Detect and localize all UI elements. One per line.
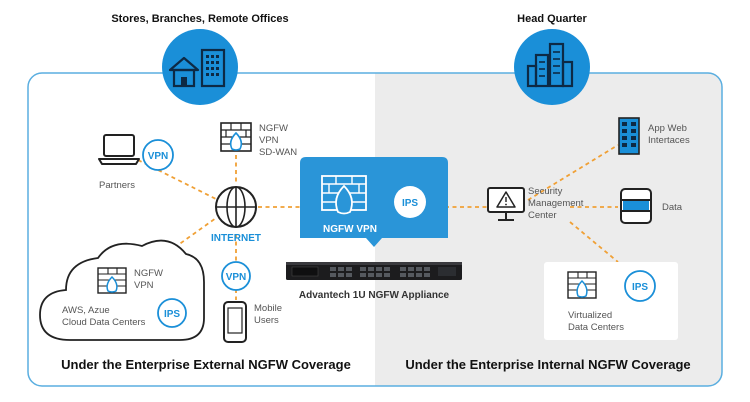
cloud-ips-badge: IPS	[157, 298, 187, 328]
branch-fw-line-3: SD-WAN	[259, 147, 297, 158]
laptop-icon	[98, 134, 140, 165]
smc-line-1: Security	[528, 186, 563, 197]
virtual-dc-firewall-icon	[567, 271, 597, 299]
monitor-warning-icon	[487, 187, 525, 221]
footer-right-title: Under the Enterprise Internal NGFW Cover…	[405, 357, 690, 372]
coverage-border	[27, 72, 723, 387]
header-left-title: Stores, Branches, Remote Offices	[111, 13, 288, 25]
firewall-icon	[220, 122, 252, 152]
database-icon	[620, 188, 652, 224]
connector-lines	[137, 144, 619, 300]
appliance-card-label: NGFW VPN	[323, 224, 377, 235]
globe-icon	[215, 186, 257, 228]
partners-vpn-badge: VPN	[142, 139, 174, 171]
data-label: Data	[662, 202, 683, 213]
svg-text:IPS: IPS	[632, 282, 648, 293]
branch-fw-line-2: VPN	[259, 135, 279, 146]
link-cloud-internet	[149, 217, 217, 266]
virtual-dc-line-2: Data Centers	[568, 322, 624, 333]
cloud-name-line-2: Cloud Data Centers	[62, 317, 146, 328]
smc-line-2: Management	[528, 198, 584, 209]
header-right-title: Head Quarter	[517, 13, 587, 25]
smc-line-3: Center	[528, 210, 557, 221]
app-web-icon	[618, 117, 640, 155]
app-web-line-2: Intertaces	[648, 135, 690, 146]
smartphone-icon	[223, 301, 247, 343]
link-smc-appweb	[527, 144, 619, 201]
cloud-fw-line-1: NGFW	[134, 268, 163, 279]
svg-text:VPN: VPN	[226, 272, 247, 283]
partners-label: Partners	[99, 180, 135, 191]
appliance-card	[300, 157, 448, 247]
virtual-dc-line-1: Virtualized	[568, 310, 612, 321]
rack-appliance-device	[286, 262, 462, 280]
svg-text:IPS: IPS	[164, 309, 180, 320]
link-smc-virtualdc	[569, 221, 619, 263]
app-web-line-1: App Web	[648, 123, 687, 134]
cloud-name-line-1: AWS, Azue	[62, 305, 110, 316]
branches-building-icon	[162, 29, 238, 105]
svg-text:IPS: IPS	[402, 198, 418, 209]
mobile-vpn-badge: VPN	[221, 261, 251, 291]
internet-label: INTERNET	[211, 233, 261, 244]
appliance-caption: Advantech 1U NGFW Appliance	[299, 290, 450, 301]
cloud-firewall-icon	[97, 267, 127, 294]
headquarter-skyscraper-icon	[514, 29, 590, 105]
cloud-fw-line-2: VPN	[134, 280, 154, 291]
branch-fw-line-1: NGFW	[259, 123, 288, 134]
footer-left-title: Under the Enterprise External NGFW Cover…	[61, 357, 351, 372]
virtual-dc-ips-badge: IPS	[624, 270, 656, 302]
appliance-ips-badge: IPS	[394, 186, 426, 218]
svg-text:VPN: VPN	[148, 151, 169, 162]
mobile-users-line-2: Users	[254, 315, 279, 326]
mobile-users-line-1: Mobile	[254, 303, 282, 314]
